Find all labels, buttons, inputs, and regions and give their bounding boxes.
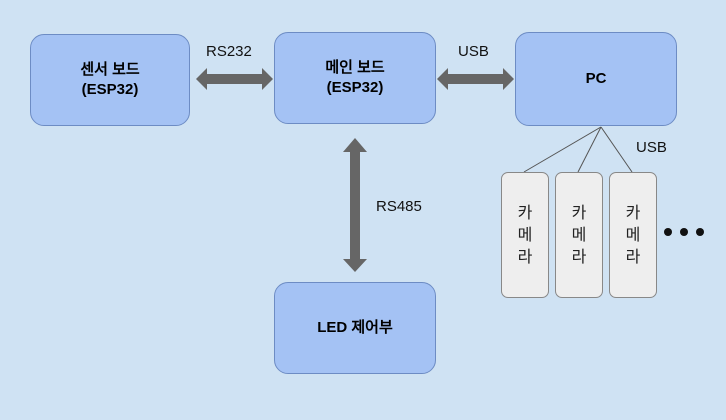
led-controller-node: LED 제어부 — [274, 282, 436, 374]
camera-node-3: 카 메 라 — [609, 172, 657, 298]
arrow-main-pc — [437, 68, 514, 90]
led-controller-title: LED 제어부 — [317, 319, 393, 336]
line-pc-camera-2 — [577, 126, 602, 173]
camera-label-char: 메 — [571, 227, 587, 244]
camera-label-char: 카 — [625, 205, 641, 222]
camera-label-char: 라 — [517, 249, 533, 266]
arrow-main-led — [343, 138, 367, 272]
link-label-rs485: RS485 — [376, 198, 422, 215]
main-board-node: 메인 보드 (ESP32) — [274, 32, 436, 124]
line-pc-camera-3 — [600, 126, 633, 173]
camera-node-1: 카 메 라 — [501, 172, 549, 298]
link-label-rs232: RS232 — [206, 43, 252, 60]
more-cameras-ellipsis-icon — [662, 222, 710, 242]
pc-title: PC — [585, 70, 607, 87]
arrow-sensor-main — [196, 68, 273, 90]
sensor-board-subtitle: (ESP32) — [81, 81, 139, 98]
pc-node: PC — [515, 32, 677, 126]
sensor-board-title: 센서 보드 — [80, 61, 140, 78]
link-label-usb-pc-cameras: USB — [636, 139, 667, 156]
main-board-subtitle: (ESP32) — [326, 79, 384, 96]
sensor-board-node: 센서 보드 (ESP32) — [30, 34, 190, 126]
camera-label-char: 메 — [625, 227, 641, 244]
camera-label-char: 메 — [517, 227, 533, 244]
camera-label-char: 라 — [571, 249, 587, 266]
camera-label-char: 카 — [517, 205, 533, 222]
link-label-usb-main-pc: USB — [458, 43, 489, 60]
camera-label-char: 카 — [571, 205, 587, 222]
main-board-title: 메인 보드 — [325, 59, 385, 76]
camera-label-char: 라 — [625, 249, 641, 266]
camera-node-2: 카 메 라 — [555, 172, 603, 298]
line-pc-camera-1 — [523, 126, 602, 173]
